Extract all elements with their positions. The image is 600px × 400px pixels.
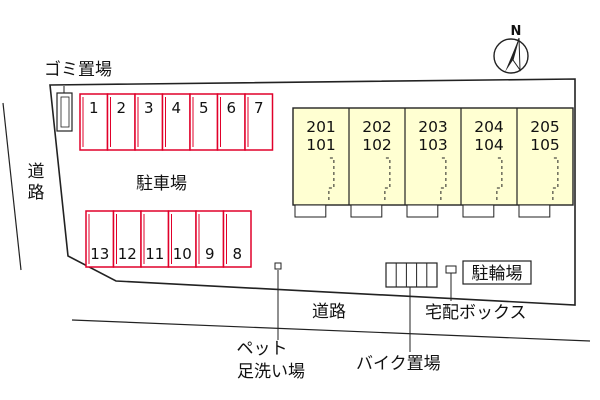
parking-space xyxy=(112,210,142,268)
parking-space-number: 13 xyxy=(90,245,109,263)
parking-space-number: 8 xyxy=(232,245,242,263)
parking-space-number: 6 xyxy=(226,99,236,117)
parking-space xyxy=(106,93,136,151)
unit-number-lower: 102 xyxy=(362,136,392,154)
motorbike-parking-label: バイク置場 xyxy=(356,354,441,374)
road-left-char: 路 xyxy=(28,183,45,203)
unit-entrance-step xyxy=(294,204,327,218)
delivery-box-label: 宅配ボックス xyxy=(425,303,527,323)
unit-entrance-step xyxy=(350,204,383,218)
parking-space xyxy=(244,93,274,151)
unit-stair-dashed-line xyxy=(384,157,391,203)
road-left-label: 道路 xyxy=(28,162,45,203)
unit-number-lower: 105 xyxy=(530,136,560,154)
unit-stair-dashed-line xyxy=(496,157,503,203)
parking-label: 駐車場 xyxy=(136,174,187,194)
parking-space xyxy=(216,93,246,151)
compass-arrow-icon xyxy=(505,38,519,72)
unit-stair-dashed-line xyxy=(552,157,559,203)
parking-space-number: 4 xyxy=(171,99,181,117)
parking-space xyxy=(134,93,164,151)
parking-space-number: 3 xyxy=(144,99,154,117)
road-bottom-edge xyxy=(71,319,591,342)
parking-space-number: 11 xyxy=(145,245,164,263)
unit-entrance-step xyxy=(518,204,551,218)
unit-number-lower: 103 xyxy=(418,136,448,154)
parking-space-number: 12 xyxy=(118,245,137,263)
road-left-edge xyxy=(2,102,22,271)
bike-parking-box xyxy=(462,260,532,285)
pet-wash-label-line1: ペット xyxy=(237,339,288,359)
parking-space xyxy=(167,210,197,268)
bike-parking-label: 駐輪場 xyxy=(472,264,523,284)
parking-space-number: 5 xyxy=(199,99,209,117)
unit-number-upper: 202 xyxy=(362,118,392,136)
parking-space xyxy=(189,93,219,151)
garbage-area-label: ゴミ置場 xyxy=(44,59,112,80)
compass-ring xyxy=(493,38,529,74)
unit-number-upper: 205 xyxy=(530,118,560,136)
garbage-area xyxy=(56,86,73,132)
road-bottom-label: 道路 xyxy=(312,302,346,322)
pet-wash-label-line2: 足洗い場 xyxy=(237,362,305,382)
unit-number-lower: 104 xyxy=(474,136,504,154)
delivery-box-marker xyxy=(445,265,457,274)
unit-stair-dashed-line xyxy=(440,157,447,203)
parking-space-number: 9 xyxy=(205,245,215,263)
motorbike-parking-box xyxy=(385,262,438,288)
parking-space-number: 2 xyxy=(116,99,126,117)
compass: N xyxy=(493,24,529,74)
unit-stair-dashed-line xyxy=(328,157,335,203)
unit-entrance-step xyxy=(462,204,495,218)
parking-space-number: 1 xyxy=(89,99,99,117)
unit-number-upper: 201 xyxy=(306,118,336,136)
pet-wash-marker xyxy=(274,262,282,270)
parking-space-number: 7 xyxy=(254,99,264,117)
unit-number-lower: 101 xyxy=(306,136,336,154)
unit-number-upper: 203 xyxy=(418,118,448,136)
motorbike-parking-area xyxy=(385,262,438,288)
parking-space-number: 10 xyxy=(173,245,192,263)
road-left-char: 道 xyxy=(28,162,45,182)
compass-north-letter: N xyxy=(511,24,522,39)
parking-space xyxy=(222,210,252,268)
unit-entrance-step xyxy=(406,204,439,218)
unit-number-upper: 204 xyxy=(474,118,504,136)
building-outline xyxy=(292,107,574,206)
